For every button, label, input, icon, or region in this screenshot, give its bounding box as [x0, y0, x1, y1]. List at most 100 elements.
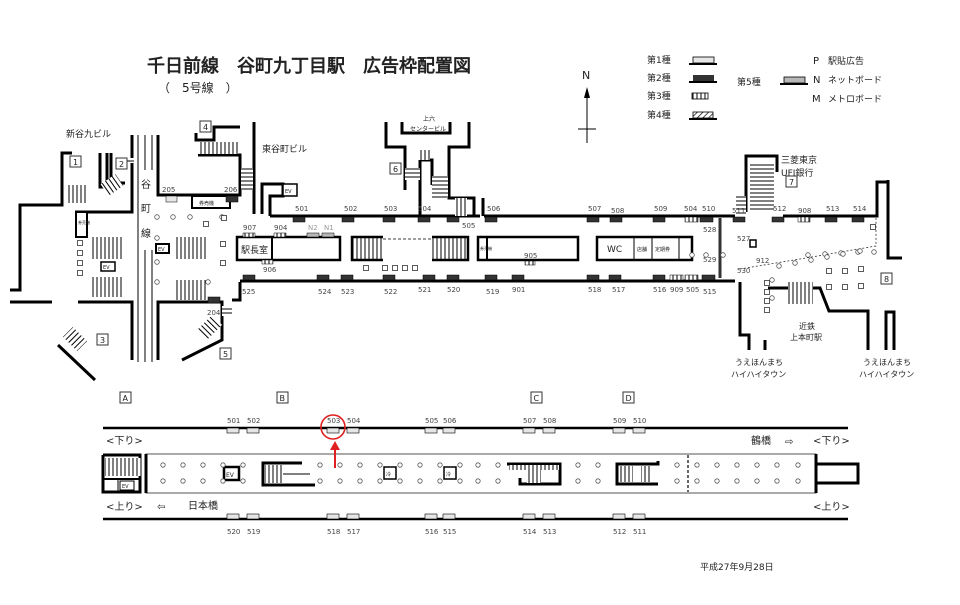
ad-slot-530[interactable]: 530: [737, 267, 750, 275]
ad-slot-905[interactable]: 905: [524, 252, 537, 266]
ad-slot-523[interactable]: 523: [340, 274, 354, 296]
ad-slot-box: [442, 513, 456, 520]
platform-ad-513-bottom[interactable]: 513: [542, 513, 556, 536]
highlight-circle: [320, 414, 346, 440]
ad-slot-512[interactable]: 512: [771, 205, 786, 223]
platform-ad-508-top[interactable]: 508: [542, 417, 556, 434]
exit-4: 4: [199, 120, 212, 133]
ad-slot-529[interactable]: 529: [703, 256, 716, 264]
ad-slot-box: [246, 513, 260, 520]
ad-slot-N1[interactable]: N1: [321, 224, 335, 238]
legend-type1-icon: [689, 56, 717, 65]
pillar: [764, 280, 770, 286]
ad-slot-box: [446, 216, 460, 223]
platform-ad-518-bottom[interactable]: 518: [326, 513, 340, 536]
ad-slot-204[interactable]: 204: [207, 296, 221, 317]
legend-type5-icon: [780, 76, 808, 85]
ad-slot-box: [306, 232, 320, 238]
platform-ad-520-bottom[interactable]: 520: [226, 513, 240, 536]
ad-slot-517[interactable]: 517: [608, 274, 625, 294]
ad-slot-box: [608, 274, 622, 281]
ad-slot-528[interactable]: 528: [703, 226, 716, 234]
ad-slot-525[interactable]: 525: [242, 274, 255, 296]
section-B: B: [276, 391, 289, 404]
platform-ad-505-top[interactable]: 505: [424, 417, 438, 434]
platform-column: [774, 478, 780, 484]
ad-slot-505[interactable]: 505: [446, 216, 475, 230]
pillar: [412, 265, 418, 271]
ad-slot-514[interactable]: 514: [851, 205, 867, 223]
platform-column: [220, 462, 226, 468]
ad-slot-519[interactable]: 519: [484, 274, 499, 296]
ad-slot-507[interactable]: 507: [586, 205, 601, 223]
platform-column: [714, 478, 720, 484]
platform-ad-503-top[interactable]: 503: [326, 417, 340, 434]
highlight-marker: [320, 414, 346, 468]
ad-slot-205[interactable]: 205: [162, 186, 178, 203]
ad-slot-527[interactable]: 527: [737, 235, 750, 243]
platform-ad-510-top[interactable]: 510: [632, 417, 646, 434]
ad-slot-box: [346, 427, 360, 434]
ad-slot-906[interactable]: 906: [261, 259, 277, 274]
ad-slot-code: 515: [443, 528, 456, 536]
ad-slot-504[interactable]: 504: [417, 205, 432, 223]
ev-label-1: EV: [158, 247, 165, 253]
ad-slot-511[interactable]: 511: [732, 207, 745, 223]
ad-slot-518[interactable]: 518: [586, 274, 601, 294]
ad-slot-907[interactable]: 907: [242, 224, 256, 238]
ad-slot-520[interactable]: 520: [446, 274, 460, 294]
column: [154, 235, 160, 241]
exit-5: 5: [219, 347, 232, 360]
ad-slot-box: [511, 274, 525, 281]
ad-slot-524[interactable]: 524: [316, 274, 332, 296]
ad-slot-509[interactable]: 509: [652, 205, 667, 223]
legend-p-key: P: [813, 56, 819, 67]
platform-column: [714, 462, 720, 468]
ad-slot-909[interactable]: 909: [669, 274, 683, 294]
ad-slot-502[interactable]: 502: [341, 205, 357, 223]
ad-slot-505[interactable]: 505: [684, 274, 699, 294]
ad-slot-522[interactable]: 522: [382, 274, 397, 296]
ad-slot-506[interactable]: 506: [484, 205, 501, 223]
ad-slot-510[interactable]: 510: [699, 205, 715, 223]
shop-label: 店舗: [637, 246, 647, 253]
concourse-stairs: [62, 142, 813, 352]
ad-slot-504[interactable]: 504: [684, 205, 699, 223]
platform-ad-504-top[interactable]: 504: [346, 417, 361, 434]
exit-number: 1: [73, 158, 78, 167]
platform-ad-502-top[interactable]: 502: [246, 417, 260, 434]
platform-ad-501-top[interactable]: 501: [226, 417, 240, 434]
platform-ad-519-bottom[interactable]: 519: [246, 513, 260, 536]
platform-ad-517-bottom[interactable]: 517: [346, 513, 360, 536]
column: [792, 260, 798, 266]
ad-slot-515[interactable]: 515: [701, 274, 716, 296]
ad-slot-508[interactable]: 508: [609, 207, 624, 223]
ad-slot-901[interactable]: 901: [511, 274, 525, 294]
ad-slot-N2[interactable]: N2: [306, 224, 320, 238]
ad-slot-904[interactable]: 904: [273, 224, 288, 238]
ad-slot-521[interactable]: 521: [418, 274, 436, 294]
ad-slot-206[interactable]: 206: [224, 186, 239, 203]
ad-slot-513[interactable]: 513: [824, 205, 839, 223]
ad-slot-code: 510: [702, 205, 715, 213]
ad-slot-503[interactable]: 503: [382, 205, 397, 223]
ad-slot-908[interactable]: 908: [797, 207, 811, 223]
ad-slot-501[interactable]: 501: [292, 205, 308, 223]
ad-slot-code: 905: [524, 252, 537, 260]
platform-ad-507-top[interactable]: 507: [522, 417, 536, 434]
ticket-machine-label-3: 券売機: [480, 245, 492, 251]
ad-slot-box: [612, 513, 626, 520]
platform-column: [754, 462, 760, 468]
ad-slot-box: [652, 274, 666, 281]
platform-ad-511-bottom[interactable]: 511: [632, 513, 646, 536]
ad-slot-912[interactable]: 912: [756, 257, 769, 265]
platform-ad-515-bottom[interactable]: 515: [442, 513, 456, 536]
platform-ad-516-bottom[interactable]: 516: [424, 513, 439, 536]
ad-slot-516[interactable]: 516: [652, 274, 667, 294]
legend-m-key: M: [812, 94, 821, 105]
platform-ad-509-top[interactable]: 509: [612, 417, 626, 434]
platform-ad-512-bottom[interactable]: 512: [612, 513, 626, 536]
platform-ad-514-bottom[interactable]: 514: [522, 513, 537, 536]
platform-ad-506-top[interactable]: 506: [442, 417, 457, 434]
